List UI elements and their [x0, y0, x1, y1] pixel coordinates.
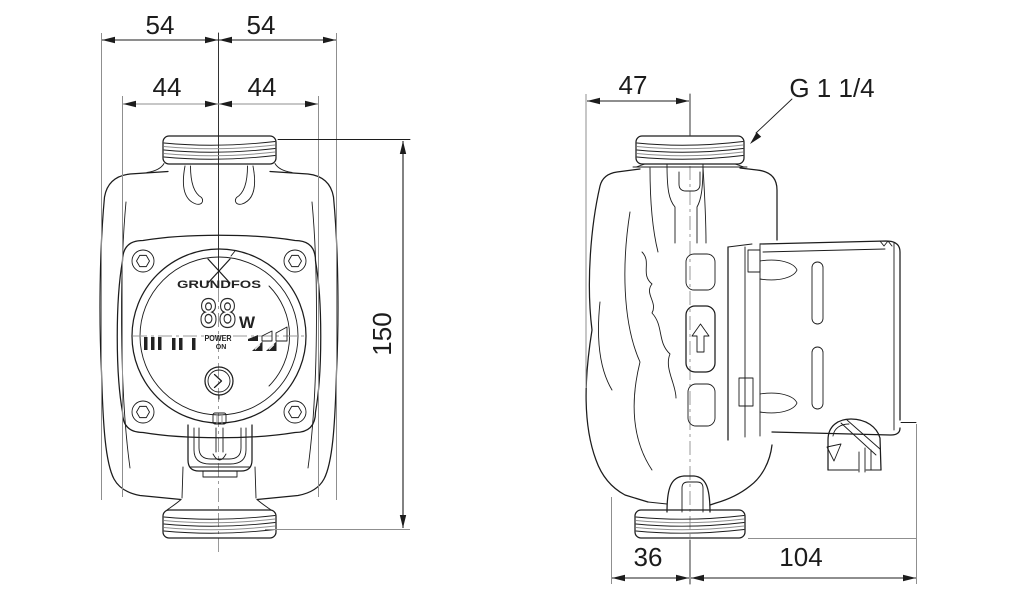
dimension-44-left: 44 44	[123, 72, 318, 108]
bolt-bottom-left-icon	[131, 400, 155, 424]
front-bottom-port	[162, 509, 277, 539]
dim-label-36: 36	[634, 542, 663, 572]
thread-label: G 1 1/4	[789, 73, 874, 103]
power-unit-label: W	[239, 313, 256, 332]
front-display-face: GRUNDFOS 88 W POWER ON	[131, 248, 307, 425]
pump-curve-flags-icon	[252, 341, 277, 351]
power-value-display: 88	[199, 292, 237, 336]
grundfos-logo-icon	[207, 250, 236, 284]
front-body	[99, 163, 339, 511]
side-view	[585, 93, 917, 585]
bolt-top-right-icon	[283, 249, 307, 273]
front-top-port	[162, 135, 277, 165]
speed-bars-icon	[144, 337, 196, 350]
side-top-port	[632, 135, 748, 168]
side-pump-housing	[585, 163, 778, 513]
front-flange	[116, 234, 322, 439]
bolt-bottom-right-icon	[283, 400, 307, 424]
control-button-icon	[204, 366, 234, 400]
dimensions: 54 54 44 44 150 47	[101, 10, 917, 584]
on-label: ON	[216, 344, 227, 351]
power-ramp-icon	[248, 326, 288, 342]
dimension-36-104: 36 104	[611, 424, 917, 584]
bezel-bump	[212, 412, 227, 425]
dim-label-44-right: 44	[248, 72, 277, 102]
flow-arrow-icon	[691, 323, 710, 353]
dimension-54-left: 54 54	[102, 10, 336, 44]
dimension-47: 47	[585, 70, 689, 388]
brand-text: GRUNDFOS	[177, 279, 261, 291]
thread-callout: G 1 1/4	[750, 73, 875, 144]
dimension-150: 150	[367, 141, 407, 528]
side-control-box	[685, 243, 798, 441]
side-cable-gland	[826, 418, 882, 473]
dim-label-54-left: 54	[146, 10, 175, 40]
dim-label-54-right: 54	[247, 10, 276, 40]
front-terminal-box	[187, 424, 253, 478]
front-view: GRUNDFOS 88 W POWER ON	[99, 32, 339, 556]
dim-label-44-left: 44	[153, 72, 182, 102]
dim-label-47: 47	[619, 70, 648, 100]
bolt-top-left-icon	[131, 249, 155, 273]
dim-label-150: 150	[367, 312, 397, 355]
dim-label-104: 104	[779, 542, 822, 572]
vent-slot-top	[811, 261, 824, 325]
power-label: POWER	[205, 334, 232, 343]
side-bottom-port	[634, 509, 916, 539]
vent-slot-bottom	[811, 346, 824, 410]
side-motor-body	[759, 240, 917, 436]
